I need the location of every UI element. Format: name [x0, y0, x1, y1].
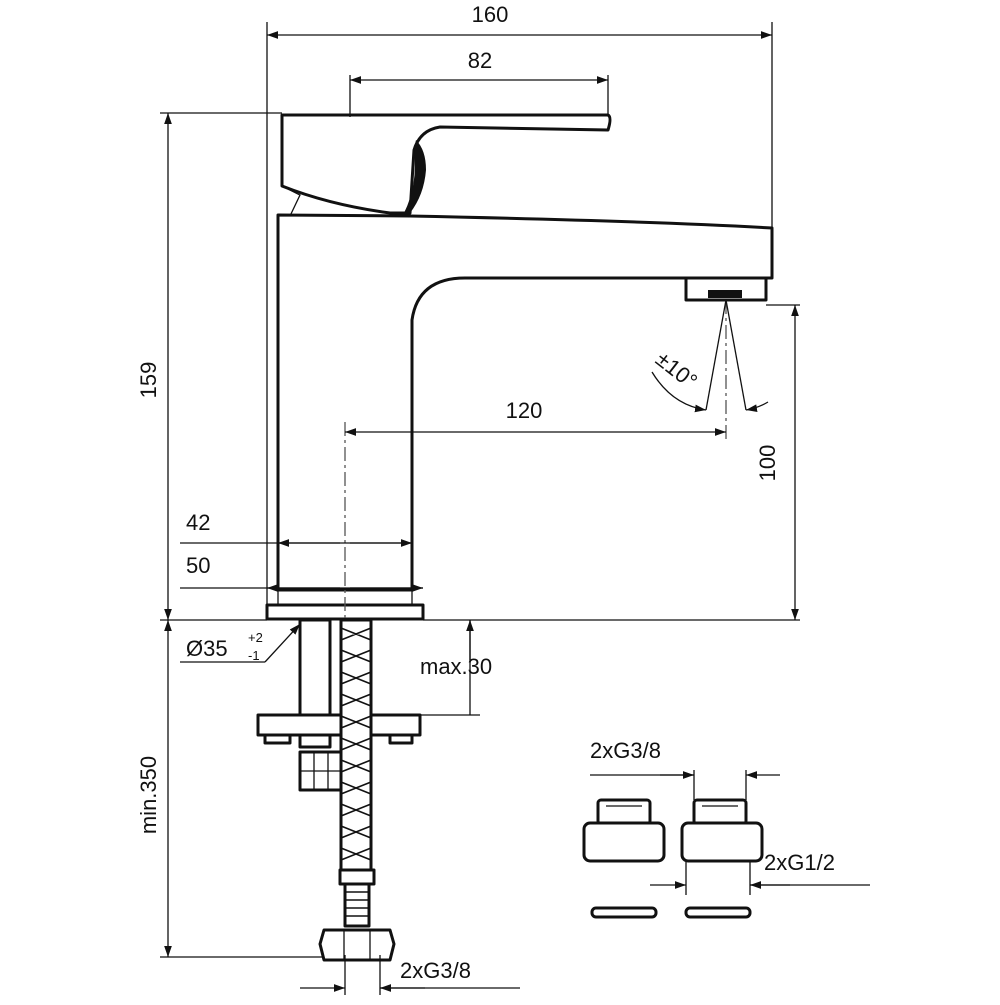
extension-lines: [160, 22, 800, 995]
label-hole-tol-plus: +2: [248, 630, 263, 645]
dimension-labels: 160 82 159 120 100 42 50 Ø35 +2 -1 max.3…: [136, 2, 835, 983]
braided-hose: [318, 618, 396, 962]
spray-angle-arc: [651, 371, 707, 413]
label-height-total: 159: [136, 362, 161, 399]
label-outlet-height: 100: [755, 445, 780, 482]
dim-diameter-leader: [264, 623, 301, 663]
label-lever-length: 82: [468, 48, 492, 73]
label-spout-reach: 120: [506, 398, 543, 423]
label-hose-min-length: min.350: [136, 756, 161, 834]
hose-ferrule: [338, 868, 376, 886]
adapter-left: [582, 798, 666, 919]
label-hole-tol-minus: -1: [248, 648, 260, 663]
spout-body: [276, 213, 774, 592]
label-overall-width: 160: [472, 2, 509, 27]
label-max-deck: max.30: [420, 654, 492, 679]
label-body-width-base: 50: [186, 553, 210, 578]
hose-end-nut: [318, 928, 396, 962]
mounting-assembly: [256, 618, 422, 792]
adapter-right: [680, 798, 764, 919]
label-hole-diameter: Ø35: [186, 636, 228, 661]
label-adapter-inner: 2xG3/8: [590, 738, 661, 763]
label-adapter-outer: 2xG1/2: [764, 850, 835, 875]
aerator-tip: [708, 290, 742, 298]
label-body-width-upper: 42: [186, 510, 210, 535]
mounting-plate: [256, 713, 422, 737]
lever-handle: [280, 113, 612, 215]
dimension-lines: [164, 31, 870, 992]
threaded-rod: [298, 618, 332, 717]
lever-joint: [404, 140, 426, 213]
label-hose-connection: 2xG3/8: [400, 958, 471, 983]
spray-angle: [651, 299, 769, 413]
label-spray-angle: ±10°: [651, 346, 702, 394]
